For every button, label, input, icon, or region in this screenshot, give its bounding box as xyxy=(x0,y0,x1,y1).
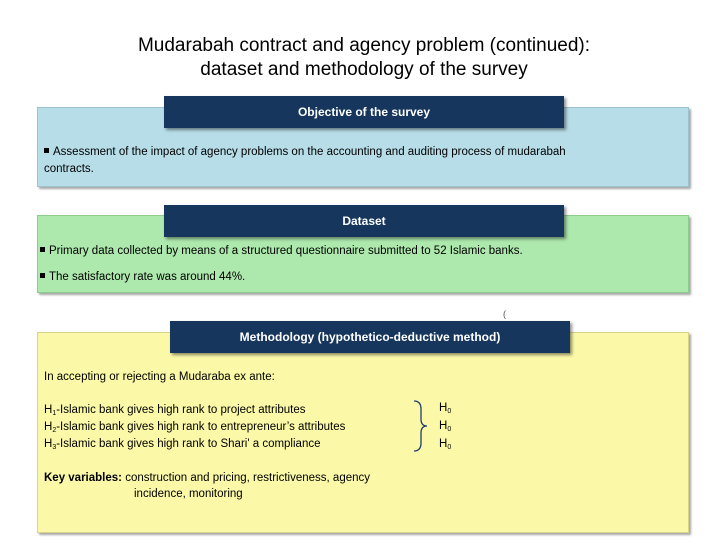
dataset-bullet: Primary data collected by means of a str… xyxy=(40,243,523,260)
key-variables: Key variables: construction and pricing,… xyxy=(44,470,370,486)
key-variables-line2: incidence, monitoring xyxy=(134,488,243,500)
dataset-bullet-text: The satisfactory rate was around 44%. xyxy=(49,271,246,283)
methodology-panel xyxy=(37,332,689,533)
stray-mark: ( xyxy=(503,309,506,319)
key-variables-text: construction and pricing, restrictivenes… xyxy=(122,472,371,484)
null-hypothesis: H0 xyxy=(439,420,452,433)
objective-text-line1: Assessment of the impact of agency probl… xyxy=(53,146,566,158)
dataset-bullet: The satisfactory rate was around 44%. xyxy=(40,269,245,286)
objective-text: Assessment of the impact of agency probl… xyxy=(44,144,566,161)
slide-title: Mudarabah contract and agency problem (c… xyxy=(0,34,728,82)
bullet-square-icon xyxy=(44,148,49,154)
methodology-header: Methodology (hypothetico-deductive metho… xyxy=(170,321,570,353)
methodology-intro: In accepting or rejecting a Mudaraba ex … xyxy=(44,371,275,383)
hypothesis-item: H2-Islamic bank gives high rank to entre… xyxy=(44,421,346,434)
hypothesis-item: H1-Islamic bank gives high rank to proje… xyxy=(44,404,306,417)
null-hypothesis: H0 xyxy=(439,438,452,451)
dataset-header: Dataset xyxy=(164,205,564,237)
null-hypothesis: H0 xyxy=(439,402,452,415)
slide-title-line2: dataset and methodology of the survey xyxy=(200,59,528,80)
right-brace-icon xyxy=(413,400,428,452)
bullet-square-icon xyxy=(40,247,45,253)
key-variables-label: Key variables: xyxy=(44,472,122,484)
objective-text-line2: contracts. xyxy=(44,163,94,175)
hypothesis-item: H3-Islamic bank gives high rank to Shari… xyxy=(44,438,321,451)
bullet-square-icon xyxy=(40,273,45,279)
dataset-bullet-text: Primary data collected by means of a str… xyxy=(49,245,523,257)
slide-title-line1: Mudarabah contract and agency problem (c… xyxy=(137,35,591,56)
objective-header: Objective of the survey xyxy=(164,96,564,128)
